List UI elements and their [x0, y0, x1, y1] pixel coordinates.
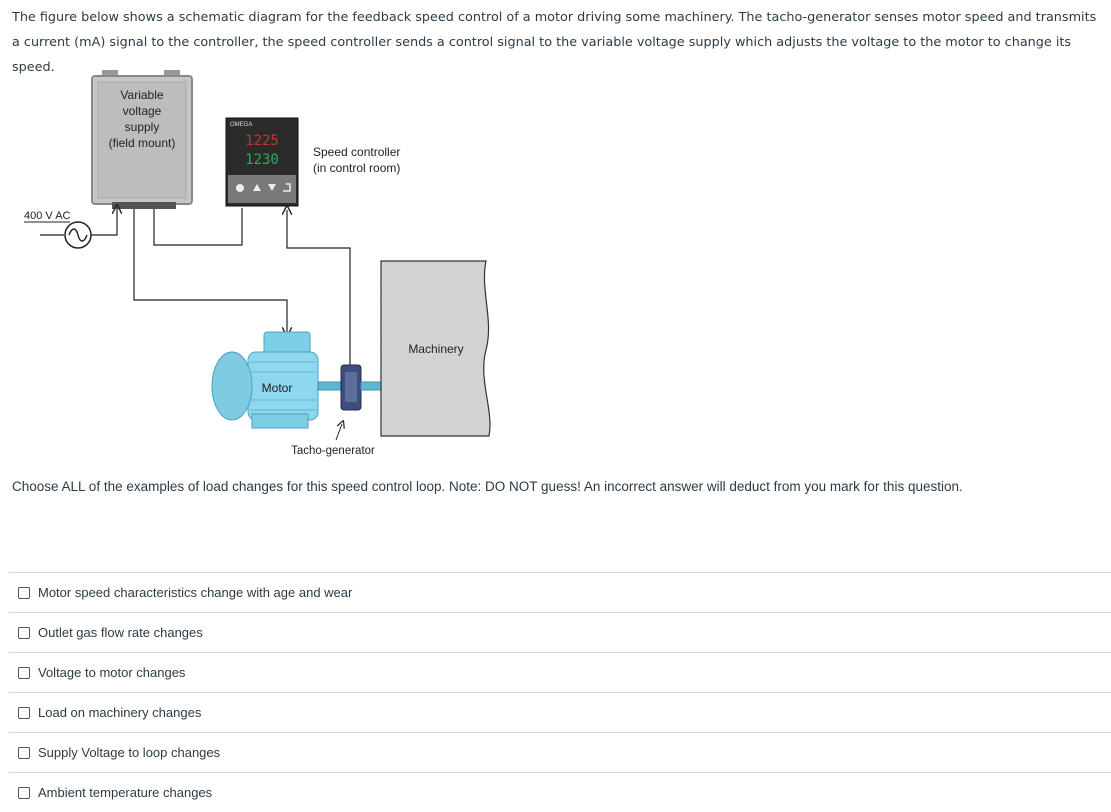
variable-voltage-supply: Variable voltage supply (field mount)	[91, 70, 193, 209]
controller-pv-display: 1225	[245, 133, 279, 149]
schematic-diagram: Variable voltage supply (field mount) OM…	[24, 70, 491, 457]
supply-label-1: Variable	[120, 88, 163, 102]
intro-text: The figure below shows a schematic diagr…	[12, 10, 1097, 75]
supply-label-3: supply	[125, 120, 160, 134]
controller-label-1: Speed controller	[313, 145, 400, 159]
answer-options: Motor speed characteristics change with …	[9, 572, 1111, 812]
controller-sv-display: 1230	[245, 152, 279, 168]
supply-motor-wire	[133, 209, 287, 332]
checkbox[interactable]	[18, 586, 30, 599]
checkbox[interactable]	[18, 626, 30, 639]
supply-label-2: voltage	[123, 104, 162, 118]
option-label[interactable]: Ambient temperature changes	[38, 785, 213, 800]
checkbox[interactable]	[18, 666, 30, 679]
tacho-controller-wire	[287, 210, 351, 368]
controller-cycle-icon	[236, 184, 244, 192]
option-row[interactable]: Voltage to motor changes	[9, 652, 1111, 692]
controller-down-icon	[268, 184, 276, 191]
option-row[interactable]: Ambient temperature changes	[9, 772, 1111, 812]
source-label: 400 V AC	[24, 210, 71, 222]
speed-controller: OMEGA 1225 1230 Speed controller (in con…	[225, 117, 400, 207]
checkbox[interactable]	[18, 706, 30, 719]
controller-label-2: (in control room)	[313, 161, 400, 175]
option-label[interactable]: Outlet gas flow rate changes	[38, 625, 203, 640]
controller-brand: OMEGA	[230, 122, 252, 128]
option-label[interactable]: Load on machinery changes	[38, 705, 202, 720]
controller-up-icon	[253, 184, 261, 191]
question-text: Choose ALL of the examples of load chang…	[12, 479, 963, 494]
tacho-generator: Tacho-generator	[291, 364, 382, 457]
option-row[interactable]: Motor speed characteristics change with …	[9, 572, 1111, 612]
option-label[interactable]: Voltage to motor changes	[38, 665, 186, 680]
supply-label-4: (field mount)	[109, 136, 176, 150]
option-row[interactable]: Supply Voltage to loop changes	[9, 732, 1111, 772]
tacho-label: Tacho-generator	[291, 445, 375, 457]
option-row[interactable]: Load on machinery changes	[9, 692, 1111, 732]
supply-controller-wire	[153, 208, 243, 246]
option-label[interactable]: Motor speed characteristics change with …	[38, 585, 353, 600]
ac-source: 400 V AC	[24, 209, 117, 249]
motor: Motor	[211, 331, 347, 429]
checkbox[interactable]	[18, 786, 30, 799]
option-row[interactable]: Outlet gas flow rate changes	[9, 612, 1111, 652]
machinery: Machinery	[380, 260, 491, 437]
motor-label: Motor	[262, 381, 293, 395]
controller-enter-icon	[283, 183, 291, 192]
checkbox[interactable]	[18, 746, 30, 759]
machinery-label: Machinery	[408, 342, 463, 356]
option-label[interactable]: Supply Voltage to loop changes	[38, 745, 221, 760]
